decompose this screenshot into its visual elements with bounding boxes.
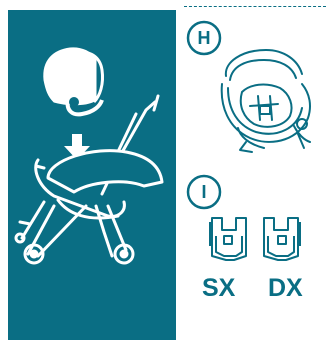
stroller-illustration-panel (8, 10, 176, 340)
car-seat-onto-stroller-illustration (8, 10, 176, 340)
stroller-icon (16, 96, 162, 263)
dashed-divider (184, 6, 326, 7)
adapter-left-icon (210, 218, 246, 260)
infant-car-seat-icon (222, 50, 310, 152)
label-sx: SX (202, 274, 235, 302)
car-seat-icon (44, 48, 103, 115)
adapter-right-icon (264, 218, 300, 260)
badge-h-letter: H (188, 22, 220, 54)
accessory-panel: H I SX DX (180, 10, 326, 340)
label-dx: DX (268, 274, 303, 302)
badge-i-letter: I (188, 176, 220, 208)
